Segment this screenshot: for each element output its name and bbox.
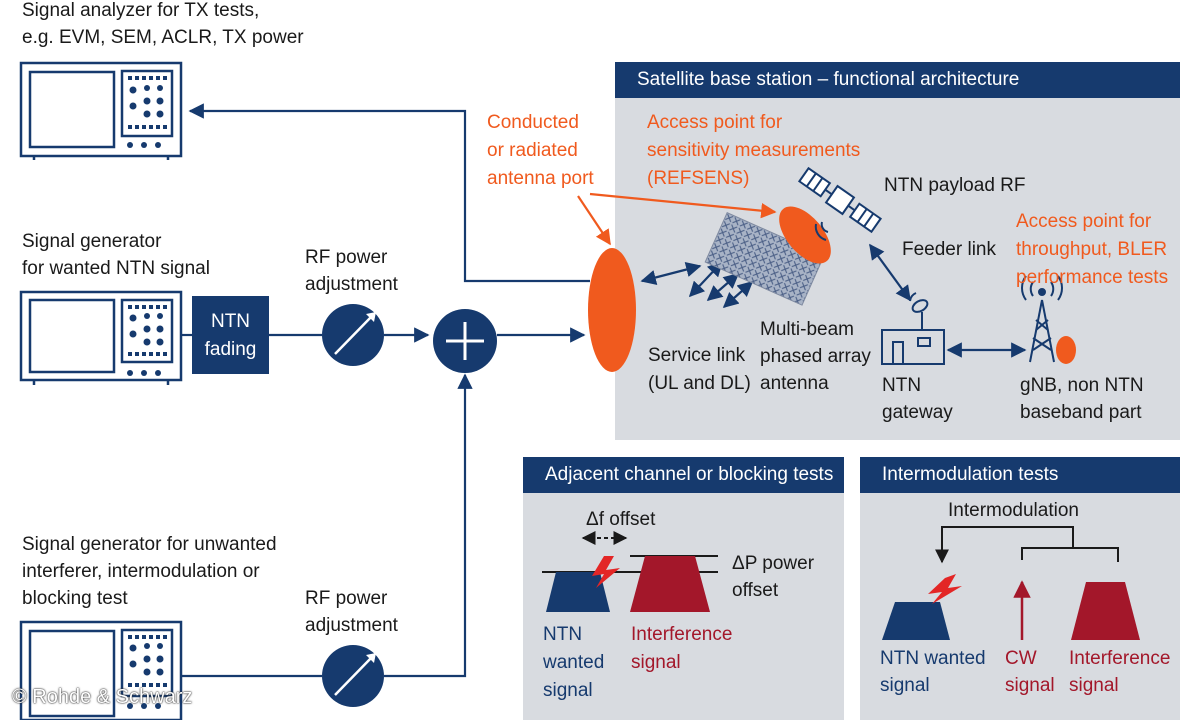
feeder-link-arrow bbox=[869, 243, 911, 302]
feeder-link-label: Feeder link bbox=[902, 239, 996, 260]
antenna-port-line1: Conducted bbox=[487, 112, 579, 133]
signal-combiner bbox=[433, 309, 497, 373]
access-throughput-line3: performance tests bbox=[1016, 267, 1169, 288]
service-link-line2: (UL and DL) bbox=[648, 373, 751, 394]
rf-power-adjuster-2 bbox=[322, 645, 384, 707]
delta-p-line1: ΔP power bbox=[732, 553, 815, 574]
sensitivity-access-point bbox=[779, 206, 831, 264]
delta-p-line2: offset bbox=[732, 580, 779, 601]
phased-array-line3: antenna bbox=[760, 373, 829, 394]
service-link-line1: Service link bbox=[648, 345, 746, 366]
phased-array-antenna bbox=[704, 212, 825, 306]
ntn-fading-block bbox=[192, 296, 269, 374]
access-throughput-line1: Access point for bbox=[1016, 211, 1152, 232]
adj-wanted-line2: wanted bbox=[543, 652, 605, 673]
access-sensitivity-line1: Access point for bbox=[647, 112, 783, 133]
adj-interference-line1: Interference bbox=[631, 624, 733, 645]
signal-lines bbox=[181, 103, 590, 678]
im-cw-line2: signal bbox=[1005, 675, 1055, 696]
gnb-line2: baseband part bbox=[1020, 402, 1142, 423]
access-sensitivity-line3: (REFSENS) bbox=[647, 168, 750, 189]
phased-array-line2: phased array bbox=[760, 346, 871, 367]
rf-power-1-line1: RF power bbox=[305, 247, 388, 268]
im-interference-line1: Interference bbox=[1069, 648, 1171, 669]
antenna-port-line3: antenna port bbox=[487, 168, 594, 189]
ntn-gateway-icon bbox=[881, 292, 945, 365]
adj-wanted-line1: NTN bbox=[543, 624, 583, 645]
generator-unwanted-label-line3: blocking test bbox=[22, 588, 128, 609]
rf-power-2-line1: RF power bbox=[305, 588, 388, 609]
antenna-port-line2: or radiated bbox=[487, 140, 578, 161]
gateway-line2: gateway bbox=[882, 402, 953, 423]
satellite-icon bbox=[797, 166, 883, 241]
payload-label: NTN payload RF bbox=[884, 175, 1026, 196]
phased-array-line1: Multi-beam bbox=[760, 319, 854, 340]
throughput-access-point bbox=[1056, 336, 1076, 364]
gnb-tower-icon bbox=[1021, 275, 1063, 363]
generator-wanted-label-line2: for wanted NTN signal bbox=[22, 258, 210, 279]
gnb-line1: gNB, non NTN bbox=[1020, 375, 1144, 396]
intermodulation-label: Intermodulation bbox=[948, 500, 1079, 521]
generator-unwanted-label-line1: Signal generator for unwanted bbox=[22, 534, 277, 555]
fading-label-line2: fading bbox=[204, 339, 257, 360]
rf-power-2-line2: adjustment bbox=[305, 615, 398, 636]
fading-label-line1: NTN bbox=[210, 311, 251, 332]
adjacent-panel-title: Adjacent channel or blocking tests bbox=[523, 457, 844, 493]
access-throughput-line2: throughput, BLER bbox=[1016, 239, 1168, 260]
intermod-panel-title: Intermodulation tests bbox=[860, 457, 1180, 493]
analyzer-label-line1: Signal analyzer for TX tests, bbox=[22, 0, 260, 21]
im-wanted-line2: signal bbox=[880, 675, 930, 696]
signal-analyzer-instrument bbox=[19, 61, 183, 160]
access-sensitivity-line2: sensitivity measurements bbox=[647, 140, 861, 161]
satellite-station-title: Satellite base station – functional arch… bbox=[615, 62, 1180, 98]
adjacent-channel-graphics bbox=[542, 531, 718, 612]
signal-generator-wanted-instrument bbox=[19, 290, 183, 385]
rf-power-1-line2: adjustment bbox=[305, 274, 398, 295]
im-interference-line2: signal bbox=[1069, 675, 1119, 696]
im-wanted-line1: NTN wanted bbox=[880, 648, 986, 669]
analyzer-label-line2: e.g. EVM, SEM, ACLR, TX power bbox=[22, 27, 304, 48]
generator-unwanted-label-line2: interferer, intermodulation or bbox=[22, 561, 260, 582]
intermodulation-graphics bbox=[882, 526, 1140, 640]
im-cw-line1: CW bbox=[1005, 648, 1037, 669]
generator-wanted-label-line1: Signal generator bbox=[22, 231, 162, 252]
adj-wanted-line3: signal bbox=[543, 680, 593, 701]
gateway-line1: NTN bbox=[882, 375, 922, 396]
antenna-port-pointers bbox=[577, 192, 777, 246]
copyright-watermark: © Rohde & Schwarz bbox=[12, 686, 193, 708]
rf-power-adjuster-1 bbox=[322, 304, 384, 366]
antenna-port-ellipse bbox=[588, 248, 636, 372]
delta-f-label: Δf offset bbox=[586, 509, 656, 530]
signal-generator-unwanted-instrument bbox=[19, 620, 183, 720]
adj-interference-line2: signal bbox=[631, 652, 681, 673]
